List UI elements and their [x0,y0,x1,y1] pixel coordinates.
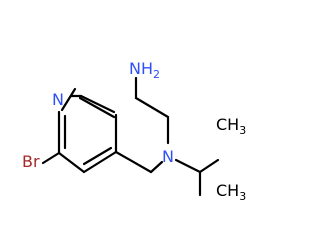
bond-ring-ch2 [114,150,153,174]
atom-ch3-bottom: CH3 [216,181,246,203]
pyridine-ring [41,87,118,174]
atom-ch3-bottom-sub: 3 [239,190,246,203]
molecule-diagram: N Br N NH2 CH3 CH3 [22,59,246,203]
atom-ch3-top-main: CH [216,115,239,134]
atom-nh2-sub: 2 [153,68,160,81]
atom-nh2: NH2 [129,59,160,81]
bond-c2-n-double [60,87,77,112]
bond-c3-c2 [57,151,86,174]
bond-c4-c3 [82,150,118,174]
bond-c6-c5 [78,96,116,119]
bond-c2-br [41,151,61,165]
bond-n-isopropyl [174,158,202,174]
atom-n-pyridine: N [52,90,64,109]
atom-ch3-bottom-main: CH [216,181,239,200]
atom-br: Br [22,152,40,171]
atom-ch3-top: CH3 [216,115,246,137]
bond-isopropyl-ch3-top [198,158,220,174]
bond-n-c6 [79,94,116,114]
bond-ch2-n [149,160,164,174]
bond-c3-c3-double [82,146,113,166]
bond-ch2-ch2 [134,96,170,119]
atom-ch3-top-sub: 3 [239,124,246,137]
atom-n-amine: N [162,147,174,166]
side-chain [114,76,220,197]
atom-nh2-main: NH [129,59,153,78]
